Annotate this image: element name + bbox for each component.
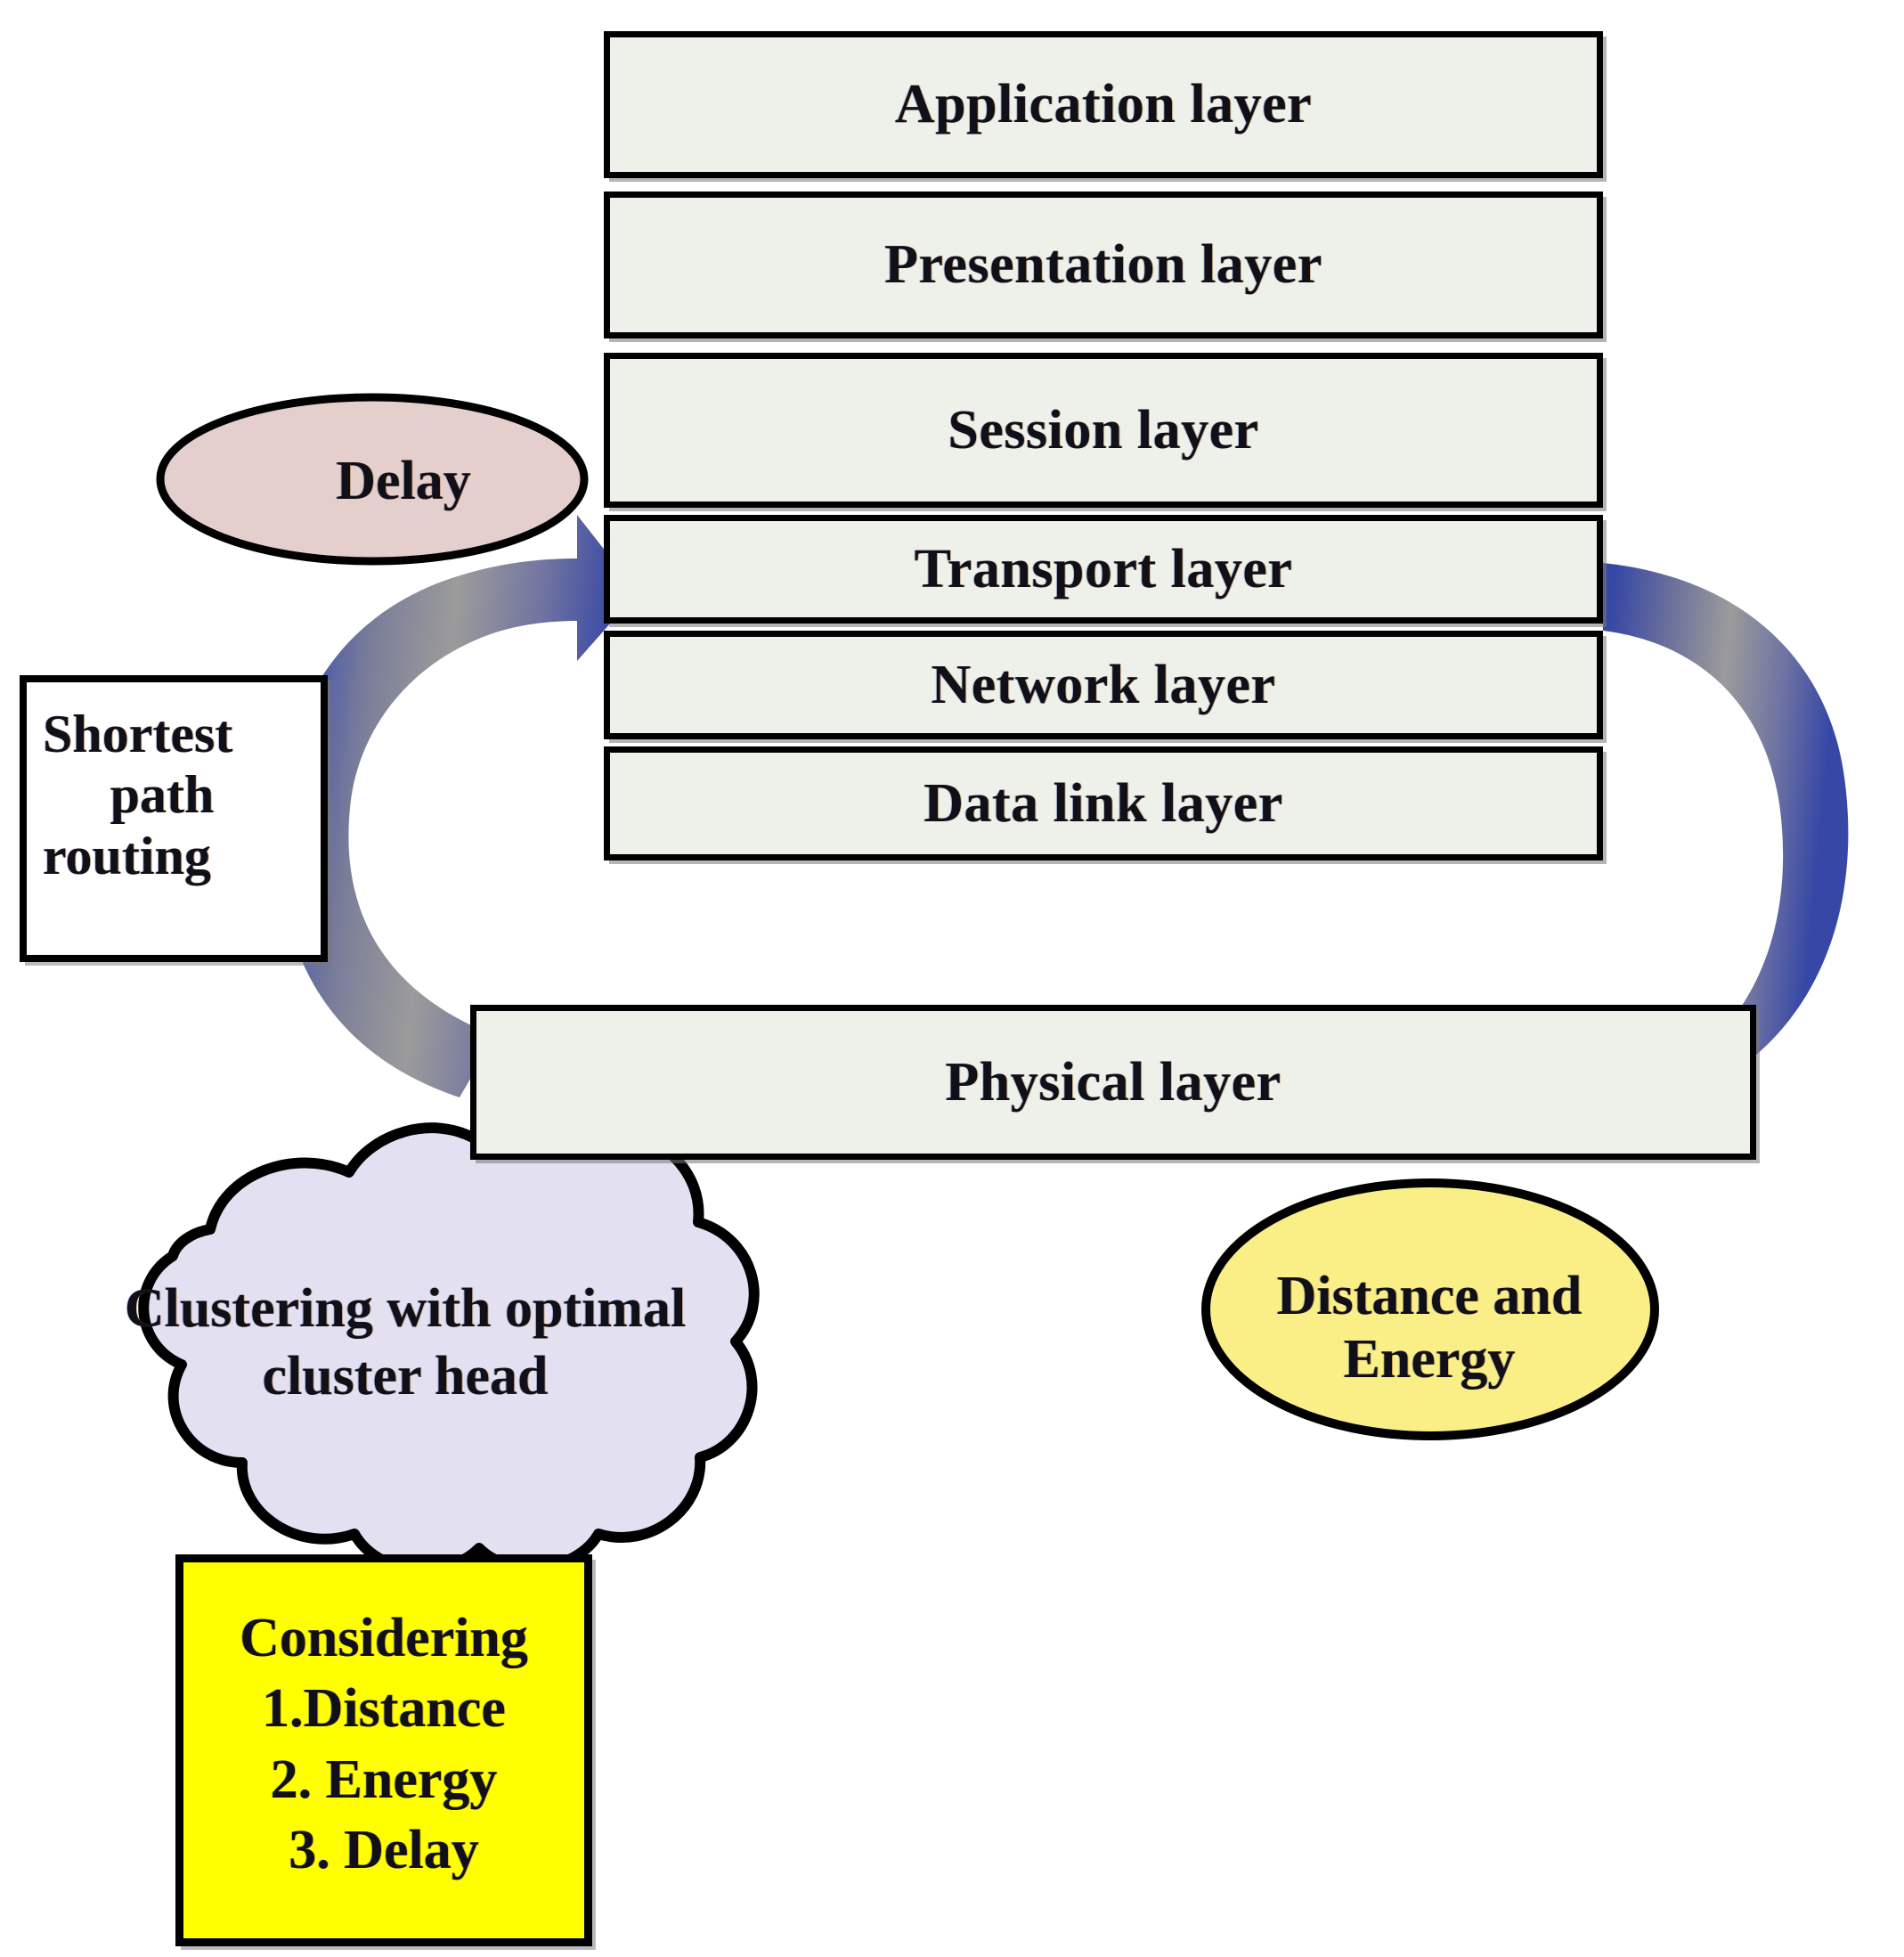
layer-label-presentation: Presentation layer (884, 234, 1322, 295)
layer-label-session: Session layer (948, 399, 1259, 461)
left-curved-arrow (279, 515, 638, 1097)
layer-box-physical[interactable]: Physical layer (470, 1005, 1756, 1160)
layer-label-transport: Transport layer (914, 538, 1293, 599)
layer-label-datalink: Data link layer (924, 772, 1283, 834)
layer-box-transport[interactable]: Transport layer (604, 515, 1603, 624)
clustering-cloud[interactable] (138, 1103, 760, 1576)
distance-energy-ellipse[interactable] (1201, 1178, 1659, 1440)
considering-box[interactable] (175, 1554, 592, 1946)
layer-box-presentation[interactable]: Presentation layer (604, 192, 1603, 338)
layer-box-session[interactable]: Session layer (604, 353, 1603, 508)
right-curved-arrow (1603, 563, 1849, 1127)
layer-box-application[interactable]: Application layer (604, 31, 1603, 178)
layer-label-application: Application layer (894, 74, 1313, 135)
shortest-path-routing-box[interactable] (20, 675, 328, 962)
layer-box-datalink[interactable]: Data link layer (604, 746, 1603, 860)
layer-box-network[interactable]: Network layer (604, 631, 1603, 739)
layer-label-network: Network layer (931, 654, 1276, 715)
delay-ellipse[interactable] (156, 393, 589, 566)
layer-label-physical: Physical layer (945, 1051, 1282, 1113)
